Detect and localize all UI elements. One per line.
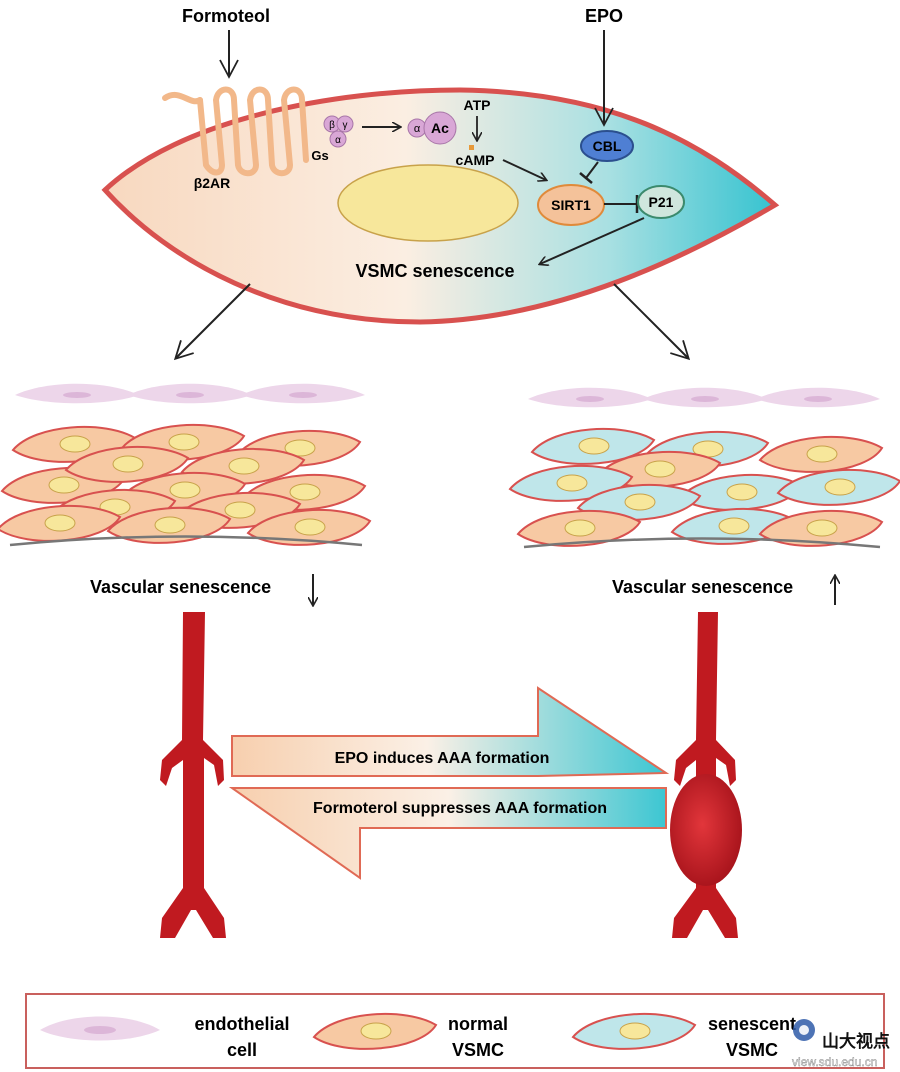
right-vascular-senescence-label: Vascular senescence — [612, 577, 793, 597]
endothelial-cell — [241, 383, 365, 404]
legend: endothelial cell normal VSMC senescent V… — [25, 993, 885, 1069]
legend-box — [25, 993, 885, 1069]
senescent-vsmc — [777, 468, 900, 506]
svg-text:cell: cell — [227, 1040, 257, 1060]
arrow-to-left-panel — [173, 283, 251, 361]
svg-text:VSMC: VSMC — [726, 1040, 778, 1060]
endothelial-cell — [643, 387, 767, 408]
aneurysm-bulge — [670, 774, 742, 886]
left-vascular-senescence-label: Vascular senescence — [90, 577, 271, 597]
endothelial-cell — [756, 387, 880, 408]
g-protein: β γ α — [323, 115, 354, 148]
p21-to-senescence-arrow — [540, 217, 645, 264]
legend-senescent-vsmc: senescent VSMC — [572, 1012, 796, 1060]
svg-text:CBL: CBL — [593, 138, 622, 154]
watermark-text: 山大视点 — [822, 1031, 890, 1051]
basement-line — [523, 537, 881, 549]
formoterol-label: Formoteol — [182, 6, 270, 26]
camp-label: cAMP — [456, 152, 495, 168]
svg-text:normal: normal — [448, 1014, 508, 1034]
svg-text:α: α — [335, 135, 341, 146]
svg-text:EPO induces AAA formation: EPO induces AAA formation — [335, 750, 550, 767]
left-tissue-panel — [0, 383, 371, 547]
svg-text:VSMC: VSMC — [452, 1040, 504, 1060]
aneurysm-aorta — [670, 612, 742, 938]
svg-text:Formoterol suppresses AAA form: Formoterol suppresses AAA formation — [313, 800, 607, 817]
epo-induces-arrow: EPO induces AAA formation — [231, 686, 670, 777]
svg-text:γ: γ — [343, 120, 348, 131]
normal-aorta — [160, 612, 226, 938]
adenylyl-cyclase: α Ac — [407, 111, 457, 145]
epo-label: EPO — [585, 6, 623, 26]
vsmc-senescence-label: VSMC senescence — [355, 261, 514, 281]
arrow-to-right-panel — [613, 283, 691, 361]
endothelial-cell — [15, 383, 139, 404]
cbl-node: CBL — [580, 130, 634, 162]
basement-line — [9, 535, 363, 547]
sirt1-node: SIRT1 — [537, 184, 605, 226]
normal-vsmc — [759, 435, 883, 473]
camp-dot — [469, 145, 474, 150]
watermark-url: view.sdu.edu.cn — [792, 1055, 877, 1069]
legend-endothelial-cell: endothelial cell — [40, 1014, 290, 1060]
svg-text:α: α — [414, 123, 421, 135]
camp-to-sirt1-arrow — [502, 159, 546, 180]
svg-text:SIRT1: SIRT1 — [551, 197, 591, 213]
gs-label: Gs — [311, 148, 328, 163]
formoterol-suppresses-arrow: Formoterol suppresses AAA formation — [228, 787, 667, 880]
svg-text:endothelial: endothelial — [194, 1014, 289, 1034]
svg-text:Ac: Ac — [431, 120, 449, 136]
svg-text:P21: P21 — [649, 194, 674, 210]
endothelial-cell — [528, 387, 652, 408]
watermark: 山大视点 view.sdu.edu.cn — [792, 1019, 890, 1069]
right-tissue-panel — [509, 387, 900, 549]
p21-node: P21 — [637, 185, 685, 219]
svg-text:β: β — [329, 120, 335, 131]
atp-label: ATP — [464, 97, 491, 113]
receptor-label: β2AR — [194, 175, 231, 191]
endothelial-cell — [128, 383, 252, 404]
svg-text:senescent: senescent — [708, 1014, 796, 1034]
legend-normal-vsmc: normal VSMC — [313, 1012, 508, 1060]
cbl-inhibits-sirt1 — [585, 161, 599, 179]
nucleus — [337, 164, 519, 242]
beta2-receptor — [162, 86, 309, 177]
normal-vsmc — [0, 504, 121, 542]
